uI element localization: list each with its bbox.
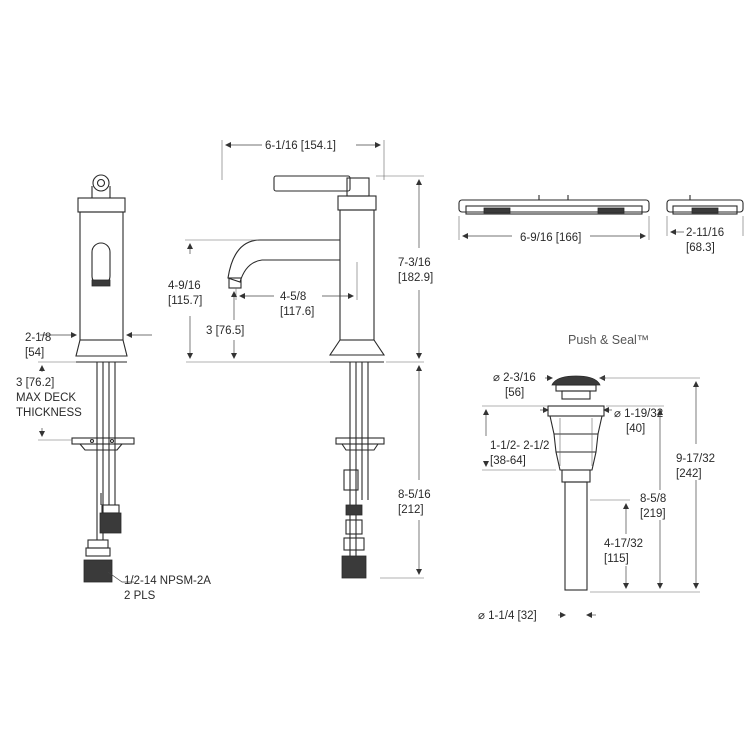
plate-depth-mm-label: [68.3] bbox=[686, 242, 715, 254]
connection-callout: 1/2-14 NPSM-2A 2 PLS bbox=[107, 571, 211, 602]
cap-diameter-mm-label: [56] bbox=[505, 387, 524, 399]
range-label: 1-1/2- 2-1/2 bbox=[490, 440, 549, 452]
drain-body bbox=[547, 375, 605, 591]
height-dimension: 7-3/16 [182.9] bbox=[376, 175, 433, 363]
tail-length-mm-label: [115] bbox=[604, 553, 629, 565]
deck-thickness-dimension: 3 [76.2] MAX DECK THICKNESS bbox=[16, 361, 82, 441]
overall-height-dimension: 9-17/32 [242] bbox=[590, 377, 715, 593]
spout-height-mm-label: [115.7] bbox=[168, 295, 202, 307]
spout-height-dimension: 4-9/16 [115.7] bbox=[168, 239, 258, 359]
overall-width-dimension: 6-1/16 [154.1] bbox=[221, 140, 385, 180]
supply-lines-front bbox=[335, 362, 385, 579]
body-diameter-mm-label: [40] bbox=[626, 423, 645, 435]
plate-depth-label: 2-11/16 bbox=[686, 227, 724, 239]
spout-reach-mm-label: [117.6] bbox=[280, 306, 314, 318]
body-diameter-value: 1-19/32 bbox=[624, 408, 663, 420]
deck-width-mm-label: [54] bbox=[25, 347, 44, 359]
spout-reach-dimension: 4-5/8 [117.6] bbox=[235, 262, 358, 318]
push-and-seal-drain: Push & Seal™ ⌀ 2-3/16 [56] ⌀ 1-19/32 [40… bbox=[478, 333, 715, 622]
aerator-height-label: 3 [76.5] bbox=[206, 325, 244, 337]
tail-diameter-value: 1-1/4 [32] bbox=[488, 610, 537, 622]
mid-height-mm-label: [219] bbox=[640, 508, 666, 520]
spout-reach-label: 4-5/8 bbox=[280, 291, 306, 303]
connection-label-1: 1/2-14 NPSM-2A bbox=[124, 575, 211, 587]
deck-thickness-note-1: MAX DECK bbox=[16, 392, 76, 404]
mid-height-dimension: 8-5/8 [219] bbox=[606, 405, 666, 589]
aerator-height-dimension: 3 [76.5] bbox=[186, 291, 330, 363]
deck-thickness-note-2: THICKNESS bbox=[16, 407, 82, 419]
deck-plate-side-view: 2-11/16 [68.3] bbox=[666, 195, 744, 254]
body-diameter-label: ⌀ 1-19/32 bbox=[614, 408, 663, 420]
faucet-body-front bbox=[227, 175, 386, 363]
tail-length-dimension: 4-17/32 [115] bbox=[590, 499, 643, 589]
deck-width-label: 2-1/8 bbox=[25, 332, 51, 344]
height-label: 7-3/16 bbox=[398, 257, 431, 269]
overall-height-mm-label: [242] bbox=[676, 468, 702, 480]
range-mm-label: [38-64] bbox=[490, 455, 526, 467]
faucet-body-side bbox=[75, 197, 128, 363]
front-view: 6-1/16 [154.1] 7-3/16 [182.9] 4-9/16 [11… bbox=[168, 140, 433, 579]
side-view: 2-1/8 [54] 3 [76.2] MAX DECK THICKNESS 1… bbox=[16, 174, 211, 602]
plate-length-label: 6-9/16 [166] bbox=[520, 232, 581, 244]
deck-plate-front-view: 6-9/16 [166] bbox=[458, 195, 650, 244]
mid-height-label: 8-5/8 bbox=[640, 493, 666, 505]
overall-width-label: 6-1/16 [154.1] bbox=[265, 140, 336, 152]
overall-height-label: 9-17/32 bbox=[676, 453, 715, 465]
below-deck-dimension: 8-5/16 [212] bbox=[380, 365, 431, 579]
supply-lines-side bbox=[71, 362, 135, 583]
height-mm-label: [182.9] bbox=[398, 272, 433, 284]
tail-diameter-dimension: ⌀ 1-1/4 [32] bbox=[478, 610, 596, 622]
drain-title: Push & Seal™ bbox=[568, 333, 649, 347]
cap-diameter-value: 2-3/16 bbox=[503, 372, 536, 384]
deck-width-dimension: 2-1/8 [54] bbox=[25, 332, 152, 359]
below-deck-mm-label: [212] bbox=[398, 504, 424, 516]
tail-diameter-label: ⌀ 1-1/4 [32] bbox=[478, 610, 537, 622]
cap-diameter-label: ⌀ 2-3/16 bbox=[493, 372, 536, 384]
deck-thickness-label: 3 [76.2] bbox=[16, 377, 54, 389]
cap-diameter-dimension: ⌀ 2-3/16 [56] bbox=[493, 372, 606, 399]
spout-height-label: 4-9/16 bbox=[168, 280, 201, 292]
connection-label-2: 2 PLS bbox=[124, 590, 156, 602]
handle-knob-side bbox=[91, 174, 111, 199]
below-deck-label: 8-5/16 bbox=[398, 489, 431, 501]
tail-length-label: 4-17/32 bbox=[604, 538, 643, 550]
range-dimension: 1-1/2- 2-1/2 [38-64] bbox=[482, 405, 556, 471]
body-diameter-dimension: ⌀ 1-19/32 [40] bbox=[540, 407, 663, 435]
